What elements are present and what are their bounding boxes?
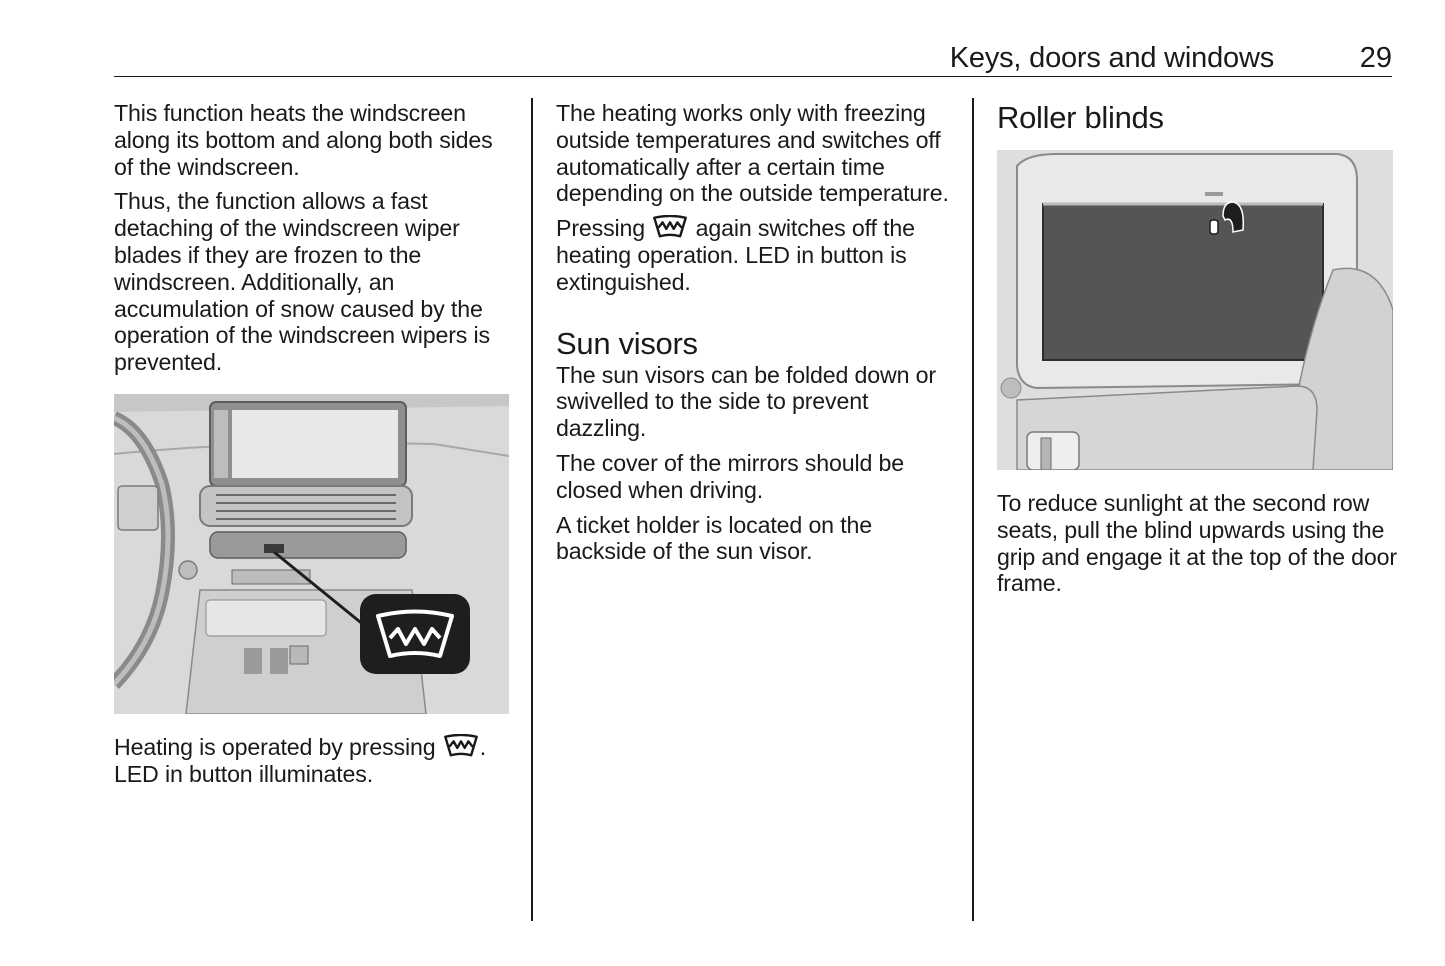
column-3: Roller blinds To reduce sunlight at the …	[997, 100, 1397, 605]
paragraph-switch-off: Pressing again switches off the heating …	[556, 215, 956, 295]
heated-windscreen-icon	[442, 734, 480, 758]
column-2: The heating works only with freezing out…	[556, 100, 956, 573]
page-number: 29	[1359, 42, 1392, 74]
paragraph: LED in button illuminates.	[114, 760, 374, 787]
column-divider-2	[972, 98, 974, 921]
paragraph: The heating works only with freezing out…	[556, 100, 949, 207]
column-1: This function heats the windscreen along…	[114, 100, 514, 796]
roller-blind-illustration	[997, 150, 1393, 470]
text-run: Pressing	[556, 215, 652, 242]
paragraph: Thus, the function allows a fast detachi…	[114, 188, 490, 376]
section-title: Keys, doors and windows	[949, 42, 1274, 74]
heated-windscreen-icon	[651, 215, 689, 239]
paragraph-heating-operation: Heating is operated by pressing .	[114, 733, 514, 761]
paragraph: The sun visors can be folded down or swi…	[556, 361, 936, 442]
text-run: Heating is operated by pressing	[114, 733, 442, 760]
text-run: again switches off the heating operation…	[556, 215, 915, 295]
section-heading-roller-blinds: Roller blinds	[997, 100, 1164, 135]
paragraph: This function heats the windscreen along…	[114, 100, 493, 180]
dashboard-illustration	[114, 393, 509, 714]
paragraph: To reduce sunlight at the second row sea…	[997, 490, 1397, 597]
column-divider-1	[531, 98, 533, 921]
page-header: Keys, doors and windows 29	[114, 40, 1392, 77]
text-run: .	[479, 733, 487, 760]
section-heading-sun-visors: Sun visors	[556, 325, 698, 361]
paragraph: The cover of the mirrors should be close…	[556, 449, 905, 503]
paragraph: A ticket holder is located on the backsi…	[556, 511, 873, 565]
